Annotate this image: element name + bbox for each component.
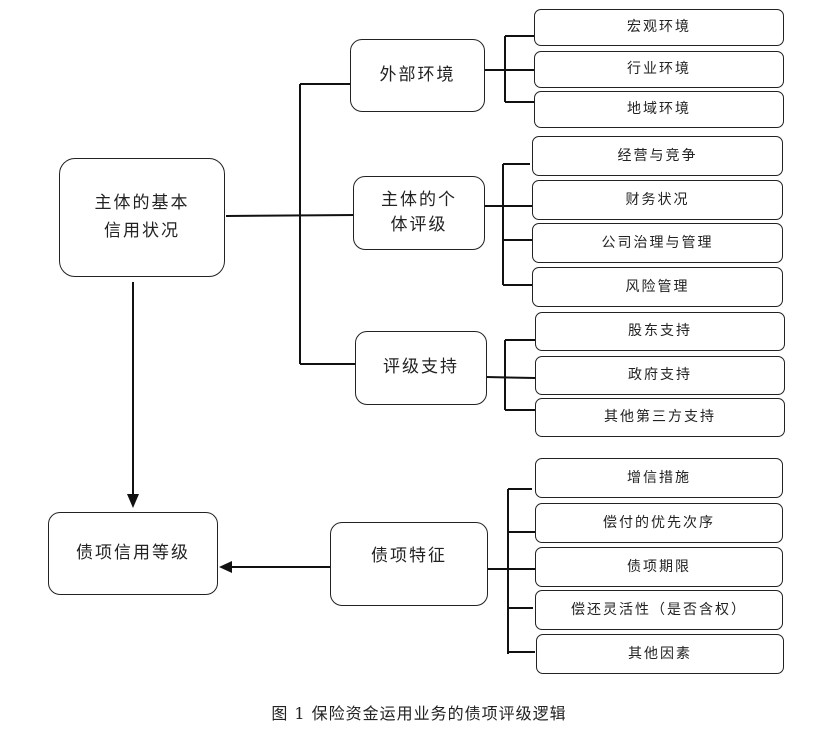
- branch-line1: 主体的个: [381, 189, 457, 210]
- leaf-operations-competition: 经营与竞争: [532, 136, 783, 176]
- arrowhead-down: [127, 494, 139, 508]
- leaf-label: 行业环境: [627, 61, 691, 78]
- branch-line2: 体评级: [390, 215, 448, 235]
- figure-caption: 图 1 保险资金运用业务的债项评级逻辑: [271, 704, 567, 723]
- leaf-label: 宏观环境: [627, 19, 691, 36]
- leaf-regional-environment: 地域环境: [534, 91, 784, 128]
- leaf-repayment-flexibility: 偿还灵活性（是否含权）: [535, 590, 783, 630]
- result-node-debt-credit-rating: 债项信用等级: [48, 512, 218, 595]
- branch-external-environment: 外部环境: [350, 39, 485, 112]
- leaf-corporate-governance: 公司治理与管理: [532, 223, 783, 263]
- node-label: 债项特征: [371, 546, 447, 567]
- leaf-label: 股东支持: [628, 323, 692, 340]
- leaf-label: 其他因素: [628, 645, 692, 662]
- leaf-risk-management: 风险管理: [532, 267, 783, 307]
- leaf-financial-status: 财务状况: [532, 180, 783, 220]
- leaf-label: 经营与竞争: [617, 147, 698, 164]
- leaf-label: 增信措施: [627, 469, 691, 486]
- leaf-label: 公司治理与管理: [601, 234, 714, 251]
- branch-label: 评级支持: [383, 357, 459, 378]
- leaf-repayment-priority: 偿付的优先次序: [535, 503, 783, 543]
- leaf-government-support: 政府支持: [535, 356, 785, 395]
- leaf-label: 政府支持: [628, 367, 692, 384]
- leaf-label: 风险管理: [625, 278, 690, 295]
- branch-rating-support: 评级支持: [355, 331, 487, 405]
- leaf-label: 地域环境: [627, 101, 691, 118]
- branch-label: 外部环境: [379, 64, 456, 85]
- leaf-label: 偿还灵活性（是否含权）: [571, 601, 747, 618]
- root-line1: 主体的基本: [94, 193, 190, 214]
- leaf-other-factors: 其他因素: [536, 634, 784, 674]
- leaf-credit-enhancement: 增信措施: [535, 458, 783, 498]
- leaf-label: 偿付的优先次序: [603, 514, 715, 531]
- leaf-macro-environment: 宏观环境: [534, 9, 784, 46]
- branch-individual-rating: 主体的个 体评级: [353, 176, 485, 250]
- connector-root-trunk: [225, 214, 357, 217]
- connector-support-out: [485, 376, 536, 379]
- root-line2: 信用状况: [104, 220, 180, 241]
- leaf-shareholder-support: 股东支持: [535, 312, 785, 351]
- leaf-label: 财务状况: [625, 191, 690, 208]
- leaf-third-party-support: 其他第三方支持: [535, 398, 785, 437]
- root-node-basic-credit: 主体的基本 信用状况: [59, 158, 225, 277]
- leaf-industry-environment: 行业环境: [534, 51, 784, 88]
- leaf-label: 其他第三方支持: [604, 409, 716, 426]
- leaf-label: 债项期限: [627, 558, 691, 575]
- leaf-debt-term: 债项期限: [535, 547, 783, 587]
- node-debt-features: 债项特征: [330, 522, 488, 606]
- arrowhead-left: [219, 561, 232, 573]
- result-label: 债项信用等级: [76, 542, 190, 563]
